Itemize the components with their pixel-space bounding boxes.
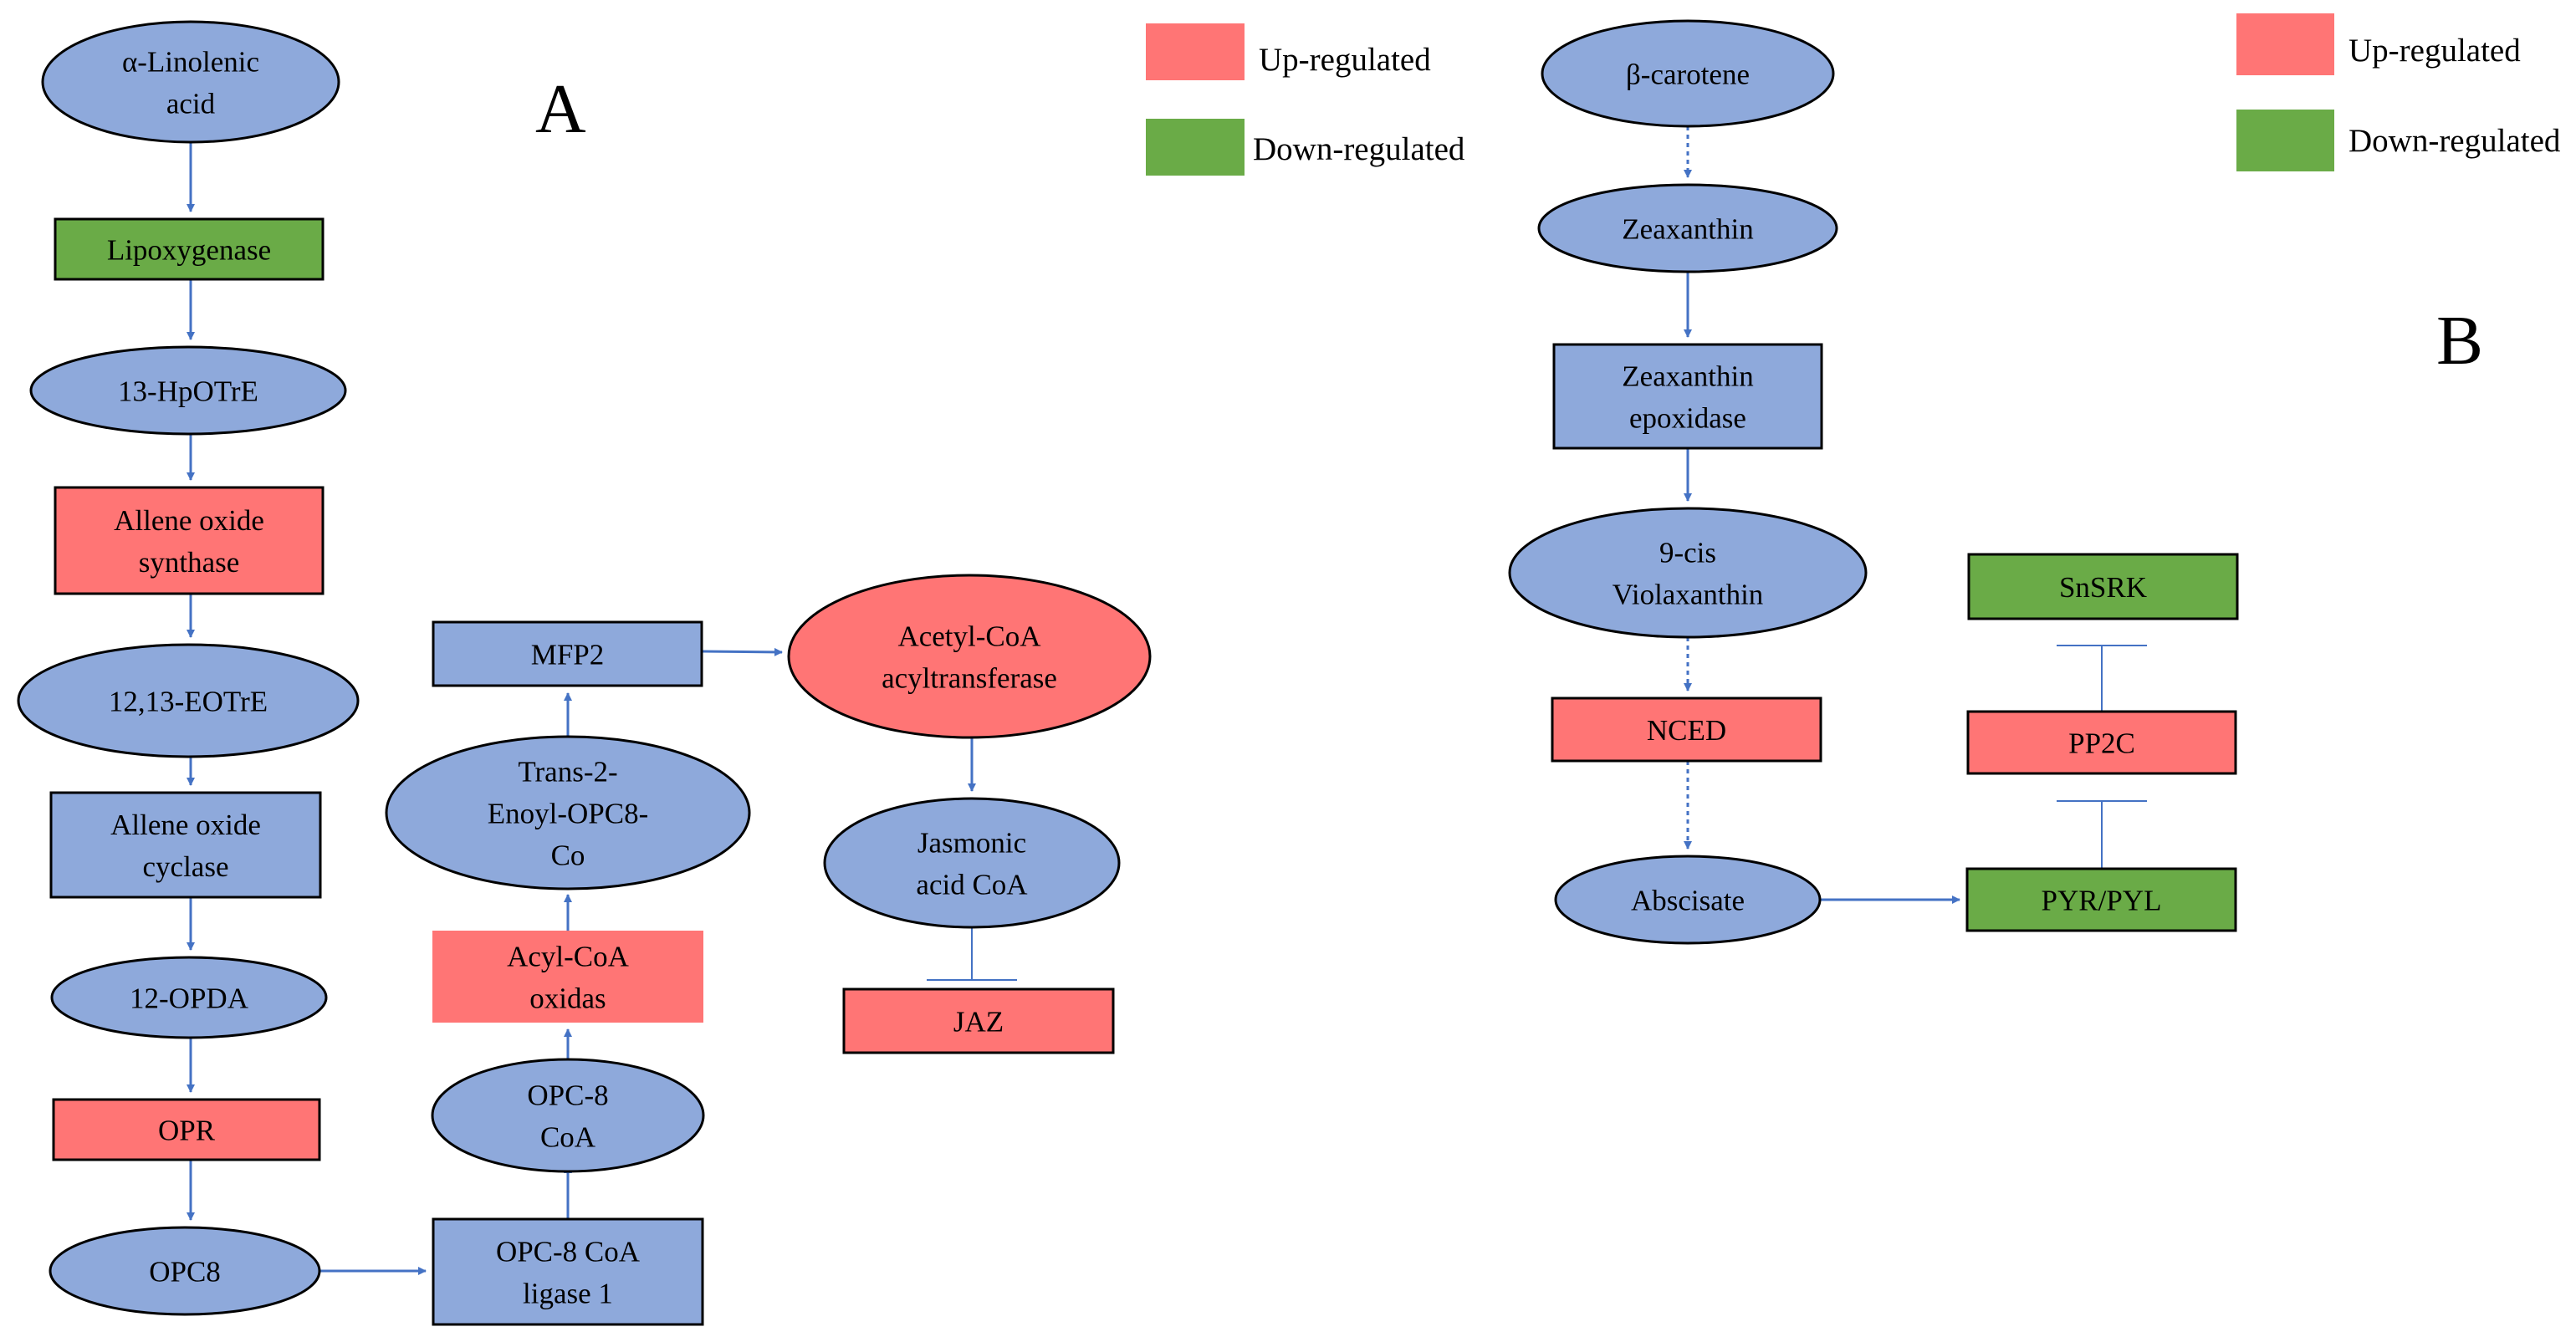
snsrk-node (1967, 553, 2239, 620)
opc8-node (49, 1226, 321, 1316)
opc8-coa-ligase-node (432, 1217, 704, 1326)
allene-oxide-synthase-node (54, 486, 325, 595)
opda-label: 12-OPDA (130, 982, 249, 1014)
violaxanthin-node (1508, 507, 1868, 639)
opda-node (50, 956, 328, 1039)
trans-2-enoyl-opc8-coa-label: Trans-2-Enoyl-OPC8-Co (488, 755, 649, 871)
edge-mfp2-acat (701, 647, 783, 656)
zeaxanthin-epoxidase-node (1552, 343, 1823, 450)
legend-a-up-label: Up-regulated (1259, 42, 1431, 78)
opc8-label: OPC8 (149, 1255, 221, 1288)
trans-2-enoyl-opc8-coa-node (385, 735, 751, 890)
legend-b-down-label: Down-regulated (2349, 123, 2561, 159)
beta-carotene-label: β-carotene (1626, 58, 1750, 90)
jasmonic-acid-coa-node (823, 797, 1121, 929)
legend-a-down-label: Down-regulated (1253, 131, 1465, 167)
alpha-linolenic-acid-node (41, 20, 340, 144)
inhibit-jacoa-jaz (927, 927, 1017, 981)
opc8-coa-node (431, 1058, 705, 1173)
hpotre-label: 13-HpOTrE (118, 375, 258, 407)
legend-a-up-swatch (1146, 23, 1245, 80)
edges (187, 126, 2147, 1275)
lipoxygenase-node (54, 217, 325, 281)
pyr-pyl-label: PYR/PYL (2042, 884, 2162, 916)
jaz-node (842, 987, 1115, 1054)
nced-node (1551, 697, 1822, 763)
pp2c-label: PP2C (2068, 727, 2135, 759)
pp2c-node (1966, 710, 2237, 775)
abscisate-label: Abscisate (1631, 884, 1745, 916)
legend-b-up-swatch (2236, 13, 2334, 75)
nced-label: NCED (1647, 714, 1726, 747)
inhibit-pp2c-snsrk (2057, 645, 2147, 712)
panel-b-label: B (2436, 302, 2483, 380)
zeaxanthin-label: Zeaxanthin (1622, 212, 1753, 245)
abscisate-node (1554, 855, 1822, 945)
mfp2-node (432, 620, 703, 687)
hpotre-node (29, 345, 347, 436)
opr-label: OPR (158, 1114, 216, 1146)
jaz-label: JAZ (953, 1005, 1004, 1038)
legend-a-down-swatch (1146, 119, 1245, 176)
pyr-pyl-node (1965, 867, 2237, 932)
opr-node (52, 1098, 321, 1161)
acetyl-coa-acyltransferase-node (787, 574, 1152, 739)
mfp2-label: MFP2 (531, 638, 605, 671)
legend-b-up-label: Up-regulated (2349, 33, 2521, 69)
eotre-label: 12,13-EOTrE (109, 685, 268, 717)
beta-carotene-node (1541, 19, 1835, 128)
zeaxanthin-node (1537, 183, 1838, 273)
eotre-node (17, 643, 360, 758)
snsrk-label: SnSRK (2059, 571, 2147, 604)
lipoxygenase-label: Lipoxygenase (107, 233, 271, 266)
allene-oxide-cyclase-node (49, 791, 322, 899)
inhibit-pyrpyl-pp2c (2057, 800, 2147, 869)
acyl-coa-oxidase-node (432, 931, 703, 1023)
legend-b-down-swatch (2236, 110, 2334, 171)
panel-a-label: A (535, 70, 586, 148)
